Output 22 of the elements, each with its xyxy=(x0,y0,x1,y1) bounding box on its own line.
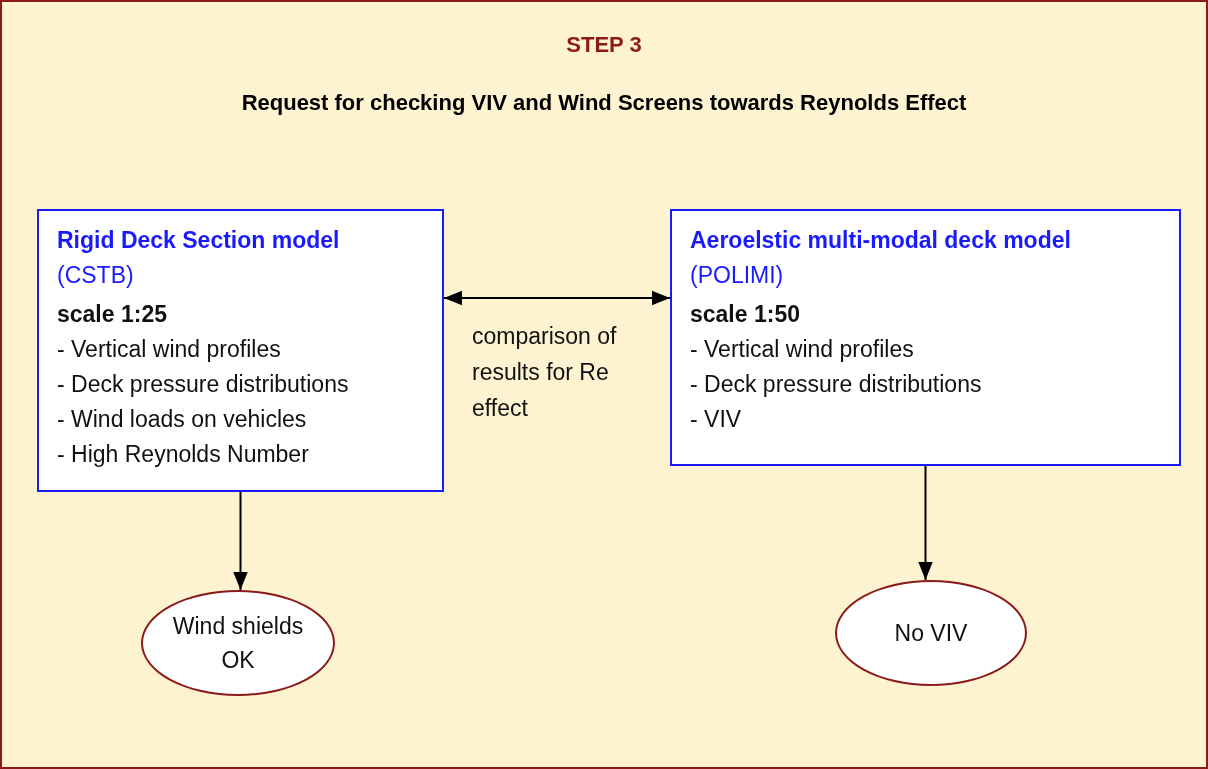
list-item: - Vertical wind profiles xyxy=(690,335,915,364)
arrow xyxy=(233,491,248,591)
list-item: - Vertical wind profiles xyxy=(57,335,282,364)
arrow xyxy=(918,465,933,581)
model-box xyxy=(37,209,444,492)
arrow xyxy=(443,290,671,306)
step-label: STEP 3 xyxy=(565,32,643,58)
list-item: - Deck pressure distributions xyxy=(57,370,350,399)
list-item: - High Reynolds Number xyxy=(57,440,310,469)
lab-name: (CSTB) xyxy=(57,261,135,290)
model-box xyxy=(670,209,1181,466)
scale-text: scale 1:50 xyxy=(690,300,801,329)
model-title: Rigid Deck Section model xyxy=(57,226,341,255)
scale-text: scale 1:25 xyxy=(57,300,168,329)
result-text: No VIV xyxy=(894,619,968,648)
list-item: - Wind loads on vehicles xyxy=(57,405,308,434)
panel-title: Request for checking VIV and Wind Screens towards Reynolds Effect xyxy=(240,90,968,116)
result-text: Wind shields OK xyxy=(171,612,305,675)
lab-name: (POLIMI) xyxy=(690,261,785,290)
list-item: - Deck pressure distributions xyxy=(690,370,983,399)
model-title: Aeroelstic multi-modal deck model xyxy=(690,226,1072,255)
list-item: - VIV xyxy=(690,405,743,434)
